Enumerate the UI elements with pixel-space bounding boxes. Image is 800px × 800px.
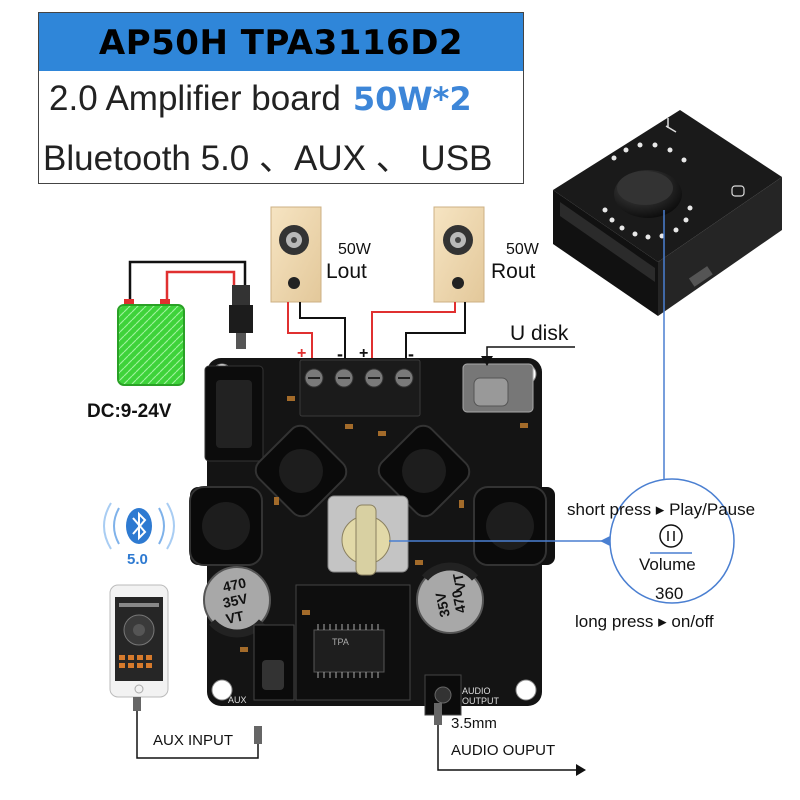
aux-cable	[133, 697, 262, 759]
volume-degrees: 360	[655, 584, 683, 603]
power-rating-text: 50W*2	[352, 80, 472, 118]
battery-graphic	[117, 299, 185, 386]
left-speaker-power: 50W	[338, 241, 372, 258]
audio-output-silk-2: OUTPUT	[462, 696, 500, 706]
audio-output-label: AUDIO OUPUT	[451, 742, 555, 759]
terminal-mark-1: +	[297, 345, 306, 362]
knob-callout	[389, 210, 735, 604]
right-speaker-graphic	[433, 206, 485, 303]
chip-marking: TPA	[332, 637, 349, 647]
cap-left-line-2: 35V	[221, 590, 249, 611]
terminal-mark-2: -	[337, 344, 343, 364]
cap-right-line-1: 470	[448, 588, 469, 614]
power-wires	[128, 260, 247, 303]
subtitle-line-2: Bluetooth 5.0 、AUX 、 USB	[43, 139, 493, 178]
power-input-label: DC:9-24V	[87, 401, 172, 422]
product-title: AP50H TPA3116D2	[39, 13, 523, 71]
cap-left-line-1: 470	[221, 574, 247, 595]
phone-graphic	[109, 584, 169, 698]
capacitor-right-marks: 470 35V VT	[432, 571, 469, 618]
terminal-mark-4: -	[408, 344, 414, 364]
left-speaker-graphic	[270, 206, 322, 303]
right-speaker-power: 50W	[506, 241, 540, 258]
volume-label: Volume	[639, 555, 696, 574]
bluetooth-icon	[103, 502, 175, 550]
audio-output-silk-1: AUDIO	[462, 686, 491, 696]
terminal-mark-3: +	[359, 345, 368, 362]
capacitor-left-marks: 470 35V VT	[221, 574, 249, 627]
speaker-wires	[287, 302, 466, 368]
bluetooth-version: 5.0	[127, 551, 148, 568]
long-press-label: long press ▸ on/off	[575, 612, 714, 631]
audio-output-jack: 3.5mm	[451, 715, 497, 732]
cap-right-line-2: 35V	[432, 590, 453, 618]
aux-silk: AUX	[228, 695, 247, 705]
subtitle-line-1: 2.0 Amplifier board 50W*2	[49, 79, 519, 119]
cap-right-line-3: VT	[449, 571, 468, 592]
cap-left-line-3: VT	[224, 607, 245, 626]
board-type-text: 2.0 Amplifier board	[49, 79, 341, 118]
usb-label: U disk	[510, 322, 569, 345]
right-speaker-label: Rout	[491, 260, 536, 283]
amplifier-board	[189, 358, 555, 716]
module-photo	[553, 110, 782, 316]
aux-input-label: AUX INPUT	[153, 732, 233, 749]
audio-output-cable	[434, 703, 586, 776]
dc-plug-graphic	[229, 285, 253, 349]
left-speaker-label: Lout	[326, 260, 367, 283]
short-press-label: short press ▸ Play/Pause	[567, 500, 755, 519]
title-box: AP50H TPA3116D2 2.0 Amplifier board 50W*2…	[38, 12, 524, 184]
